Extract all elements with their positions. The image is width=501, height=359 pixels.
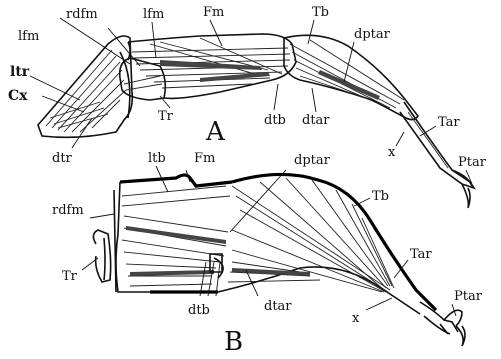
panel-a-trochanter (120, 58, 166, 100)
label-b-x: x (352, 311, 360, 326)
label-a-tar: Tar (438, 115, 460, 130)
label-b-ltb: ltb (148, 151, 166, 166)
label-b-dptar: dptar (294, 153, 331, 168)
label-b-dtar: dtar (264, 299, 292, 314)
panel-b-tarsus (420, 302, 465, 346)
label-a-dtar: dtar (302, 113, 330, 128)
label-b-ptar: Ptar (454, 289, 483, 304)
label-a-dptar: dptar (354, 27, 391, 42)
panel-b-trochanter (93, 230, 110, 282)
label-a-dtb: dtb (264, 113, 286, 128)
panel-a-tibia (284, 35, 418, 119)
label-a-lfm-left: lfm (18, 29, 39, 44)
label-b-tb: Tb (372, 189, 389, 204)
panel-b: ltb Fm dptar Tb rdfm Tr Tar Ptar dtb dta… (52, 151, 483, 355)
label-b-tr: Tr (62, 269, 78, 284)
panel-b-tibia (218, 174, 436, 314)
label-a-x: x (388, 145, 396, 160)
label-b-fm: Fm (194, 151, 215, 166)
label-a-cx: Cx (8, 88, 28, 104)
label-a-ltr: ltr (10, 64, 30, 80)
label-a-dtr: dtr (52, 151, 73, 166)
panel-a-femur (128, 34, 296, 98)
panel-b-letter: B (224, 327, 243, 355)
label-a-tb: Tb (312, 5, 329, 20)
label-a-rdfm: rdfm (66, 7, 98, 22)
label-a-ptar: Ptar (458, 155, 487, 170)
panel-b-femur (114, 175, 232, 292)
label-b-dtb: dtb (188, 303, 210, 318)
label-a-lfm: lfm (143, 7, 164, 22)
label-b-rdfm: rdfm (52, 203, 84, 218)
label-a-tr: Tr (158, 109, 174, 124)
panel-a-letter: A (205, 117, 226, 147)
label-b-tar: Tar (410, 247, 432, 262)
label-a-fm: Fm (203, 5, 224, 20)
panel-b-leaders (82, 166, 456, 316)
